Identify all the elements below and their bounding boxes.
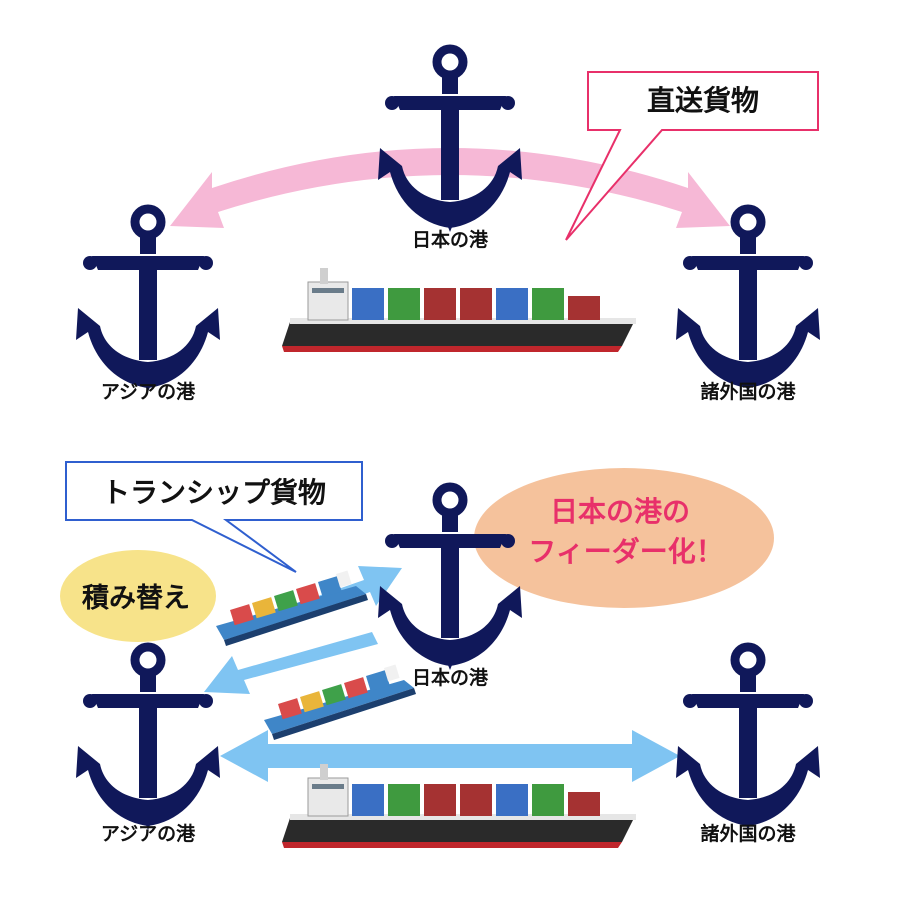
feeder-ship-icon-upper <box>216 570 368 646</box>
anchor-icon-asia-bottom <box>76 647 220 830</box>
direct-cargo-callout: 直送貨物 <box>565 71 819 241</box>
container-ship-icon-bottom <box>281 763 637 849</box>
label-asia-top: アジアの港 <box>101 381 196 403</box>
label-japan-top: 日本の港 <box>412 228 489 251</box>
transship-bubble: 積み替え <box>60 550 216 642</box>
direct-cargo-label: 直送貨物 <box>647 84 759 117</box>
transship-callout: トランシップ貨物 <box>65 461 363 573</box>
feeder-bubble: 日本の港の フィーダー化！ <box>474 468 774 608</box>
label-foreign-bottom: 諸外国の港 <box>700 822 796 845</box>
transship-label: トランシップ貨物 <box>102 476 326 509</box>
transship-bubble-label: 積み替え <box>82 583 190 614</box>
anchor-icon-asia-top <box>76 209 220 392</box>
feeder-arrow-down <box>204 632 378 694</box>
feeder-ship-icon-lower <box>264 664 416 740</box>
feeder-line1: 日本の港の <box>550 495 690 528</box>
anchor-icon-foreign-bottom <box>676 647 820 830</box>
label-foreign-top: 諸外国の港 <box>700 380 796 403</box>
anchor-icon-japan-top <box>378 49 522 232</box>
label-japan-bottom: 日本の港 <box>412 666 489 689</box>
direct-arrow-blue <box>220 730 680 782</box>
anchor-icon-foreign-top <box>676 209 820 392</box>
feeder-line2: フィーダー化！ <box>528 535 723 568</box>
container-ship-icon-top <box>281 267 637 353</box>
direct-arrow-pink <box>170 148 730 228</box>
label-asia-bottom: アジアの港 <box>101 823 196 845</box>
